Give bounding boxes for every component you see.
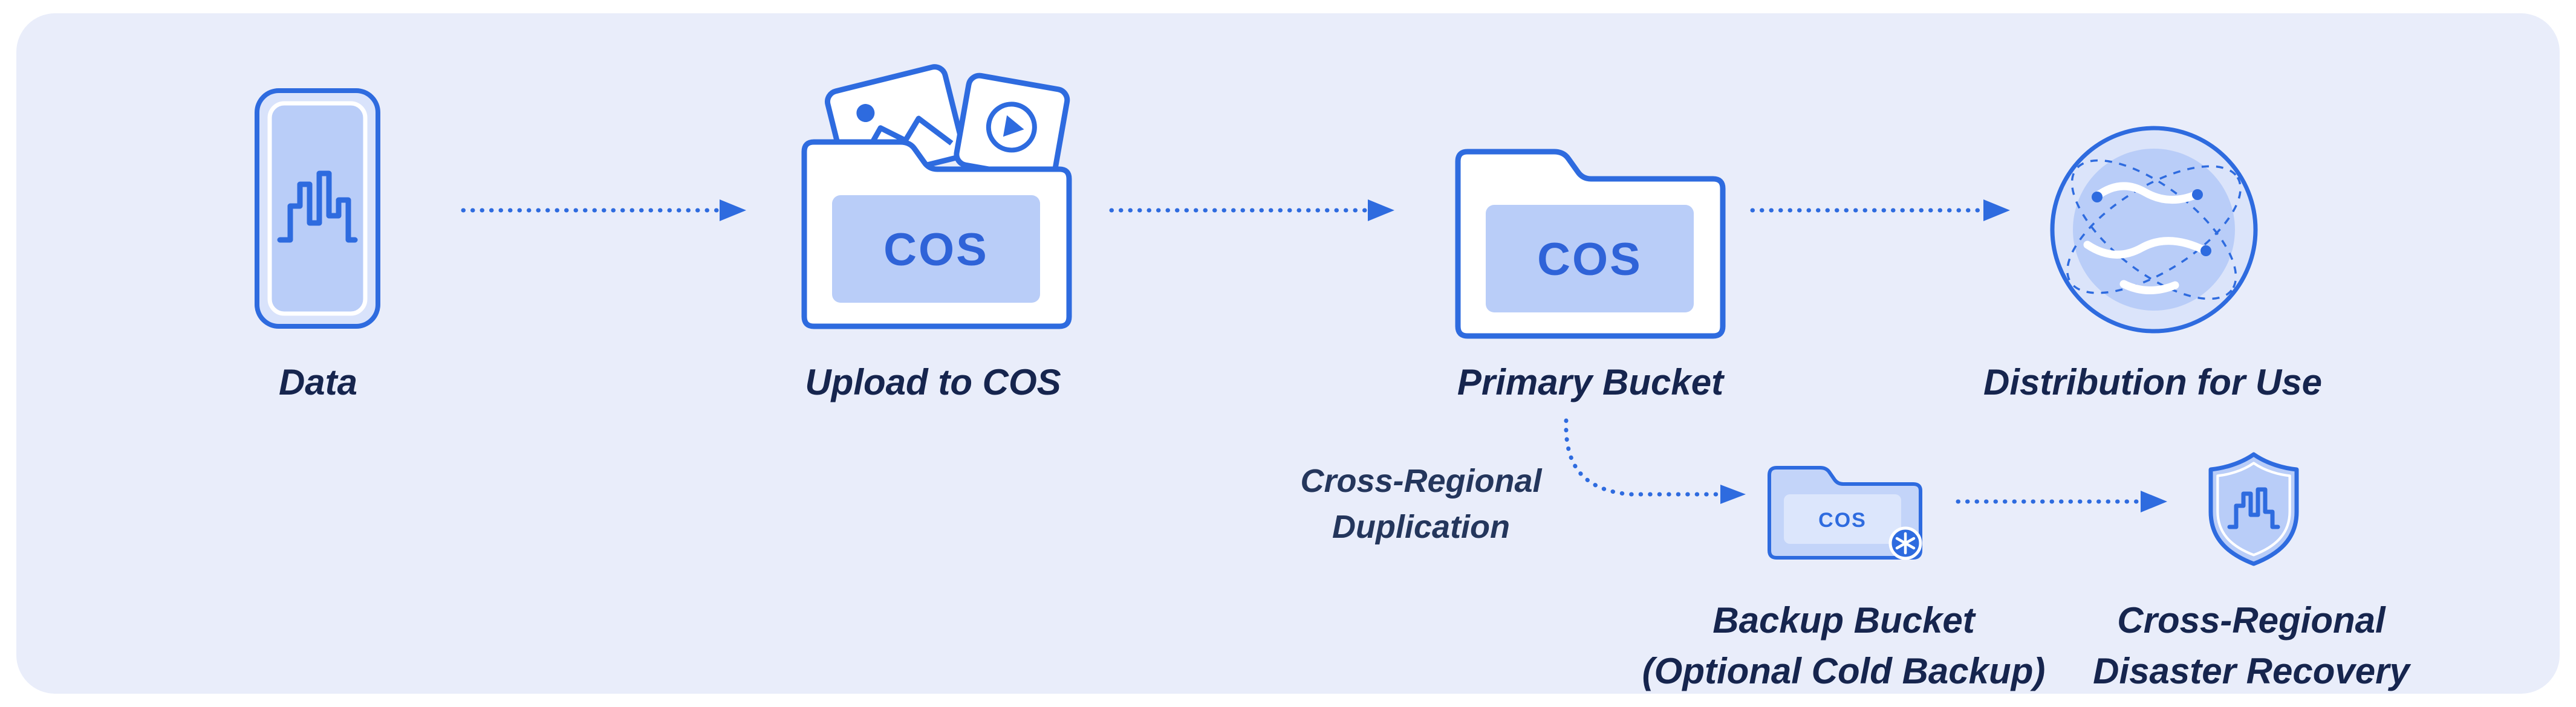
play-icon xyxy=(1003,115,1024,137)
arrowhead xyxy=(1720,485,1746,504)
recovery-label-line2: Disaster Recovery xyxy=(2093,651,2410,691)
distribution-label: Distribution for Use xyxy=(1983,362,2323,402)
video-card-icon xyxy=(954,73,1070,182)
arrow-data-to-upload xyxy=(461,199,746,221)
backup-label-line2: (Optional Cold Backup) xyxy=(1642,651,2046,691)
primary-cos-text: COS xyxy=(1537,234,1642,285)
arrow-backup-to-recovery xyxy=(1956,491,2167,512)
arrowhead xyxy=(2141,491,2167,512)
folder-icon: COS xyxy=(801,139,1072,329)
arrowhead xyxy=(1983,199,2010,221)
globe-icon xyxy=(2050,126,2258,334)
arrowhead xyxy=(720,199,746,221)
upload-label: Upload to COS xyxy=(805,362,1061,402)
waveform-glyph xyxy=(2227,487,2280,529)
backup-bucket-icon: COS xyxy=(1768,466,1922,560)
shield-icon xyxy=(2208,452,2299,566)
arrow-primary-to-backup xyxy=(1564,418,1746,504)
backup-label: Backup Bucket (Optional Cold Backup) xyxy=(1642,595,2046,697)
arrow-upload-to-primary xyxy=(1109,199,1394,221)
duplication-edge-label-line2: Duplication xyxy=(1332,509,1510,545)
waveform-glyph xyxy=(277,170,358,243)
data-label: Data xyxy=(278,362,358,402)
backup-label-line1: Backup Bucket xyxy=(1712,600,1975,641)
recovery-label-line1: Cross-Regional xyxy=(2117,600,2386,641)
primary-bucket-icon: COS xyxy=(1455,149,1726,339)
snowflake-icon xyxy=(1888,526,1922,560)
arrow-primary-to-distribution xyxy=(1750,199,2010,221)
data-device-icon xyxy=(255,88,380,329)
upload-cos-text: COS xyxy=(883,224,989,276)
backup-cos-text: COS xyxy=(1818,509,1867,532)
duplication-edge-label-line1: Cross-Regional xyxy=(1300,463,1542,499)
upload-to-cos-icon: COS xyxy=(801,64,1072,329)
recovery-label: Cross-Regional Disaster Recovery xyxy=(2093,595,2410,697)
panel-background xyxy=(16,13,2560,694)
arrowhead xyxy=(1368,199,1394,221)
primary-label: Primary Bucket xyxy=(1457,362,1724,402)
duplication-edge-label: Cross-Regional Duplication xyxy=(1300,458,1541,550)
